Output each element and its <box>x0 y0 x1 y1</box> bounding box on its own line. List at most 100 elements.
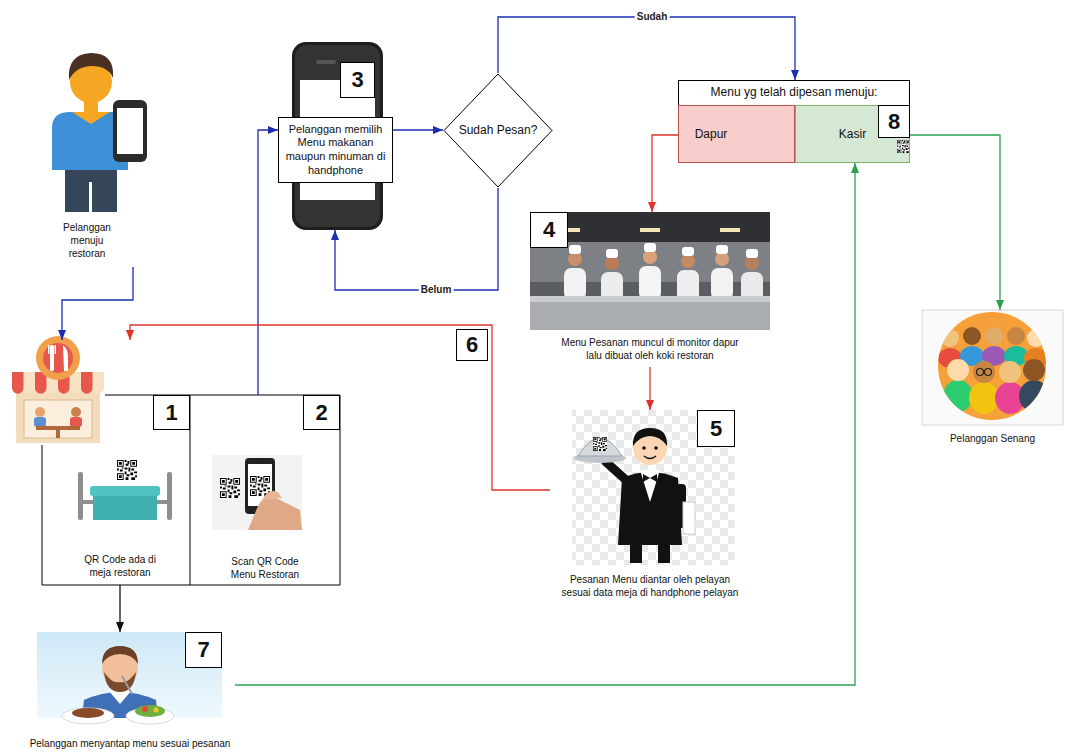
waiter-illustration <box>606 462 626 480</box>
waiter-illustration <box>633 428 667 446</box>
destination-cells <box>678 80 910 105</box>
kitchen-illustration <box>568 252 582 266</box>
cashier-cell: Kasir8 <box>795 105 910 163</box>
process-panel: 1QR Code ada di meja restoran <box>10 340 190 585</box>
destination-cells <box>678 105 795 163</box>
table-illustration <box>117 460 137 480</box>
restaurant-icon <box>36 426 80 430</box>
kitchen-illustration <box>716 245 728 254</box>
connectors <box>62 17 1000 685</box>
happy-customers-illustration <box>963 327 981 345</box>
restaurant-icon <box>50 345 54 371</box>
kitchen-illustration <box>530 302 770 330</box>
kitchen-illustration <box>745 256 759 270</box>
waiter-step: 5Pesanan Menu diantar oleh pelayan sesua… <box>550 410 750 605</box>
eating-illustration <box>37 632 222 735</box>
restaurant-icon <box>71 407 81 417</box>
eating-illustration <box>108 690 132 704</box>
happy-customers-illustration <box>1019 380 1049 412</box>
flow-connector <box>62 267 133 340</box>
waiter-illustration <box>644 456 656 459</box>
restaurant-icon <box>12 382 24 394</box>
kitchen-illustration <box>711 268 733 300</box>
node-label: Pelanggan menyantap menu sesuai pesanan <box>25 737 235 750</box>
waiter-illustration <box>572 410 735 565</box>
kitchen-illustration <box>564 268 586 300</box>
destination-cells <box>678 80 910 163</box>
restaurant-icon <box>81 382 93 394</box>
eating-illustration <box>62 708 114 724</box>
customer-figure <box>69 53 113 80</box>
eating-step: 7Pelanggan menyantap menu sesuai pesanan <box>25 632 235 752</box>
restaurant-icon <box>24 400 92 438</box>
eating-illustration <box>72 708 104 718</box>
kitchen-step: 4Menu Pesanan muncul di monitor dapur la… <box>530 212 770 367</box>
table-illustration <box>90 486 160 496</box>
process-box: Pelanggan memilih Menu makanan maupun mi… <box>278 117 393 183</box>
waiter-illustration <box>643 474 657 482</box>
flow-connector <box>910 135 1000 310</box>
node-label: Dapur <box>678 105 744 163</box>
restaurant-icon <box>12 336 104 443</box>
happy-customers-illustration <box>922 310 1063 425</box>
phone-frame: Pelanggan memilih Menu makanan maupun mi… <box>290 42 385 230</box>
restaurant-icon <box>55 345 57 354</box>
decision-diamond: Sudah Pesan? <box>443 73 553 188</box>
restaurant-icon <box>48 345 50 354</box>
node-label: Pelanggan menuju restoran <box>55 221 119 260</box>
callout-number: 1 <box>153 395 190 430</box>
node-label: Pesanan Menu diantar oleh pelayan sesuai… <box>557 573 743 599</box>
waiter-illustration <box>658 545 670 563</box>
restaurant-icon <box>35 407 45 417</box>
scan-illustration <box>250 476 270 496</box>
restaurant-icon <box>43 343 73 373</box>
waiter-illustration <box>642 446 646 450</box>
happy-customers-illustration <box>977 369 984 376</box>
actor-figure: Pelanggan menuju restoran <box>40 55 140 267</box>
restaurant-icon <box>24 382 36 394</box>
callout-number: 2 <box>303 395 340 430</box>
kitchen-illustration <box>681 254 695 268</box>
eating-illustration <box>104 672 136 692</box>
kitchen-illustration <box>643 250 657 264</box>
restaurant-icon <box>58 382 70 394</box>
edge-label: Belum <box>419 284 454 296</box>
kitchen-illustration <box>569 245 581 254</box>
waiter-illustration <box>593 437 607 451</box>
callout-number: 7 <box>185 632 222 668</box>
happy-customers-illustration <box>999 361 1021 383</box>
flow-connector <box>649 367 650 410</box>
table-illustration <box>78 472 83 520</box>
scan-illustration <box>262 491 282 500</box>
happy-customers-illustration <box>985 327 1003 345</box>
flow-connector <box>498 17 795 80</box>
callout-number: 3 <box>340 62 375 98</box>
callout-number: 5 <box>697 410 735 447</box>
scan-illustration <box>248 497 302 530</box>
happy-customers-illustration <box>985 369 992 376</box>
waiter-illustration <box>630 545 642 563</box>
callout-number: 8 <box>878 105 910 138</box>
flow-connector <box>119 585 120 632</box>
scan-illustration <box>212 455 302 530</box>
customer-figure <box>113 100 147 162</box>
node-label: Pelanggan Senang <box>922 432 1063 445</box>
customer-figure <box>65 170 117 212</box>
scan-illustration <box>212 455 302 530</box>
kitchen-illustration <box>720 228 740 232</box>
restaurant-icon <box>63 345 68 371</box>
process-panel: 2Scan QR Code Menu Restoran <box>190 395 340 585</box>
flow-connector <box>258 130 278 395</box>
kitchen-illustration <box>530 212 770 330</box>
customer-figure <box>117 108 143 154</box>
kitchen-illustration <box>715 252 729 266</box>
flow-connector <box>652 135 678 212</box>
eating-illustration <box>122 676 132 694</box>
happy-customers-illustration <box>943 380 973 412</box>
happy-customers-illustration <box>1023 359 1045 381</box>
happy-customers-illustration <box>947 359 969 381</box>
table-illustration <box>78 460 172 520</box>
happy-customers-illustration <box>1027 329 1045 347</box>
waiter-illustration <box>572 410 735 565</box>
